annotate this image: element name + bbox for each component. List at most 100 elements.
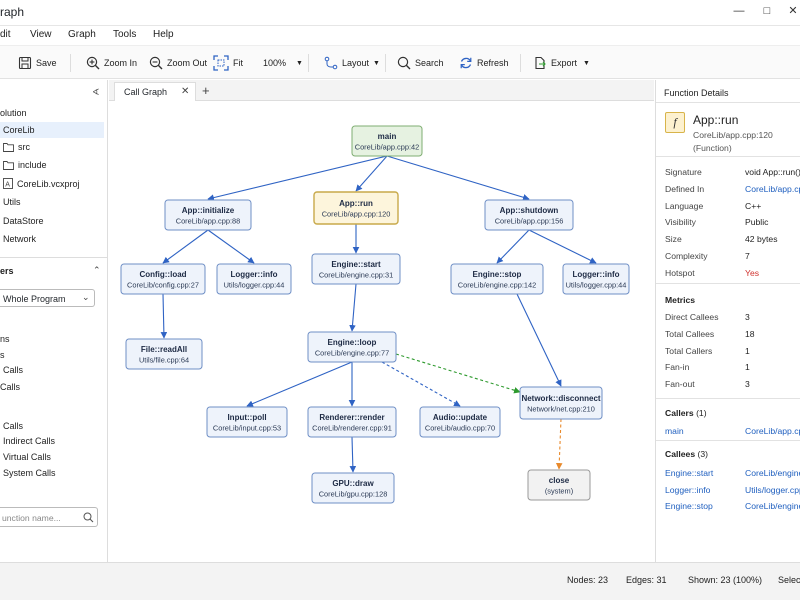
call-edge-direct xyxy=(516,293,562,387)
node-file: CoreLib/engine.cpp:142 xyxy=(458,281,536,290)
call-edge-direct xyxy=(355,155,388,192)
tree-item-corelib[interactable]: CoreLib xyxy=(3,125,35,135)
collapse-panel-icon[interactable]: ∢ xyxy=(92,87,100,97)
node-file: CoreLib/input.cpp:53 xyxy=(213,424,281,433)
callee-link[interactable]: Engine::stop xyxy=(665,501,713,512)
call-graph-canvas[interactable]: mainCoreLib/app.cpp:42App::initializeCor… xyxy=(109,101,654,562)
call-edge-direct xyxy=(496,229,530,264)
search-button[interactable]: Search xyxy=(397,52,444,74)
callee-file-link[interactable]: CoreLib/engine.cpp xyxy=(745,468,800,478)
close-window-icon[interactable]: ✕ xyxy=(788,5,798,17)
node-box xyxy=(562,263,630,295)
metric-value: 1 xyxy=(745,362,750,373)
filter-item[interactable]: s xyxy=(0,350,5,360)
node-box xyxy=(206,406,288,438)
svg-text:A: A xyxy=(5,181,10,188)
zoom-level-dropdown[interactable]: 100% ▼ xyxy=(263,52,303,74)
tab-call-graph-label: Call Graph xyxy=(124,87,168,97)
callee-file-link[interactable]: Utils/logger.cpp xyxy=(745,484,800,495)
menu-edit[interactable]: dit xyxy=(0,29,11,40)
node-name: App::shutdown xyxy=(500,206,559,215)
zoom-in-button[interactable]: Zoom In xyxy=(86,52,137,74)
save-button[interactable]: Save xyxy=(18,52,57,74)
maximize-icon[interactable]: □ xyxy=(763,5,771,17)
callee-link[interactable]: Logger::info xyxy=(665,484,711,495)
node-name: Logger::info xyxy=(230,270,277,279)
menu-help[interactable]: Help xyxy=(153,29,174,40)
node-name: Audio::update xyxy=(433,413,488,422)
tree-item-datastore[interactable]: DataStore xyxy=(3,216,44,226)
tree-item-solution[interactable]: olution xyxy=(0,108,27,118)
status-shown: Shown: 23 (100%) xyxy=(688,575,763,585)
node-file: CoreLib/audio.cpp:70 xyxy=(425,424,495,433)
function-search-input[interactable]: unction name... xyxy=(0,507,98,527)
callee-file-link[interactable]: CoreLib/engine.cpp xyxy=(745,501,800,512)
project-file-icon: A xyxy=(3,178,13,189)
property-value[interactable]: CoreLib/app.cpp xyxy=(745,183,800,194)
node-box xyxy=(120,263,206,295)
node-file: CoreLib/engine.cpp:31 xyxy=(319,271,393,280)
tree-item-utils[interactable]: Utils xyxy=(3,197,21,207)
call-edge-direct xyxy=(162,229,209,264)
node-file: CoreLib/config.cpp:27 xyxy=(127,281,199,290)
filters-header[interactable]: ers xyxy=(0,266,14,276)
tree-item-include[interactable]: include xyxy=(3,160,47,170)
filter-system-calls[interactable]: System Calls xyxy=(3,468,56,478)
graph-node-close[interactable]: close(system) xyxy=(527,469,591,501)
node-file: CoreLib/app.cpp:88 xyxy=(176,217,241,226)
tab-strip: Call Graph ✕ + xyxy=(109,80,654,101)
filter-item[interactable]: Calls xyxy=(0,382,21,392)
menu-view[interactable]: View xyxy=(30,29,52,40)
close-tab-icon[interactable]: ✕ xyxy=(181,86,190,97)
caller-file-link[interactable]: CoreLib/app.cpp xyxy=(745,426,800,436)
metric-value: 1 xyxy=(745,345,750,356)
filter-indirect-calls[interactable]: Indirect Calls xyxy=(3,436,56,446)
tree-item-network[interactable]: Network xyxy=(3,234,37,244)
fit-button[interactable]: Fit xyxy=(213,52,243,74)
tab-call-graph[interactable]: Call Graph ✕ xyxy=(114,82,196,101)
metric-label: Fan-out xyxy=(665,379,695,390)
menu-graph[interactable]: Graph xyxy=(68,29,96,40)
scope-dropdown[interactable]: Whole Program ⌄ xyxy=(0,289,95,307)
layout-button[interactable]: Layout ▼ xyxy=(324,52,380,74)
tree-item-src[interactable]: src xyxy=(3,142,30,152)
zoom-out-button[interactable]: Zoom Out xyxy=(149,52,207,74)
menu-tools[interactable]: Tools xyxy=(113,29,137,40)
callee-link[interactable]: Engine::start xyxy=(665,468,714,478)
refresh-button[interactable]: Refresh xyxy=(459,52,509,74)
caller-link[interactable]: main xyxy=(665,426,684,436)
node-box xyxy=(216,263,292,295)
call-edge-direct xyxy=(207,155,388,201)
tree-selection-highlight xyxy=(0,122,104,138)
filter-item[interactable]: Calls xyxy=(3,421,24,431)
export-button[interactable]: Export ▼ xyxy=(533,52,590,74)
chevron-up-icon[interactable]: ⌃ xyxy=(93,265,101,275)
tree-item-vcxproj[interactable]: A CoreLib.vcxproj xyxy=(3,178,80,189)
export-icon xyxy=(535,56,546,70)
minimize-icon[interactable]: — xyxy=(733,5,745,17)
node-box xyxy=(484,199,574,231)
property-value: 7 xyxy=(745,251,750,261)
callees-title: Callees (3) xyxy=(665,449,709,459)
add-tab-button[interactable]: + xyxy=(202,83,210,98)
filter-item[interactable]: ns xyxy=(0,334,10,344)
filter-item[interactable]: Calls xyxy=(3,365,24,375)
filter-virtual-calls[interactable]: Virtual Calls xyxy=(3,452,51,462)
scope-value: Whole Program xyxy=(3,294,66,304)
